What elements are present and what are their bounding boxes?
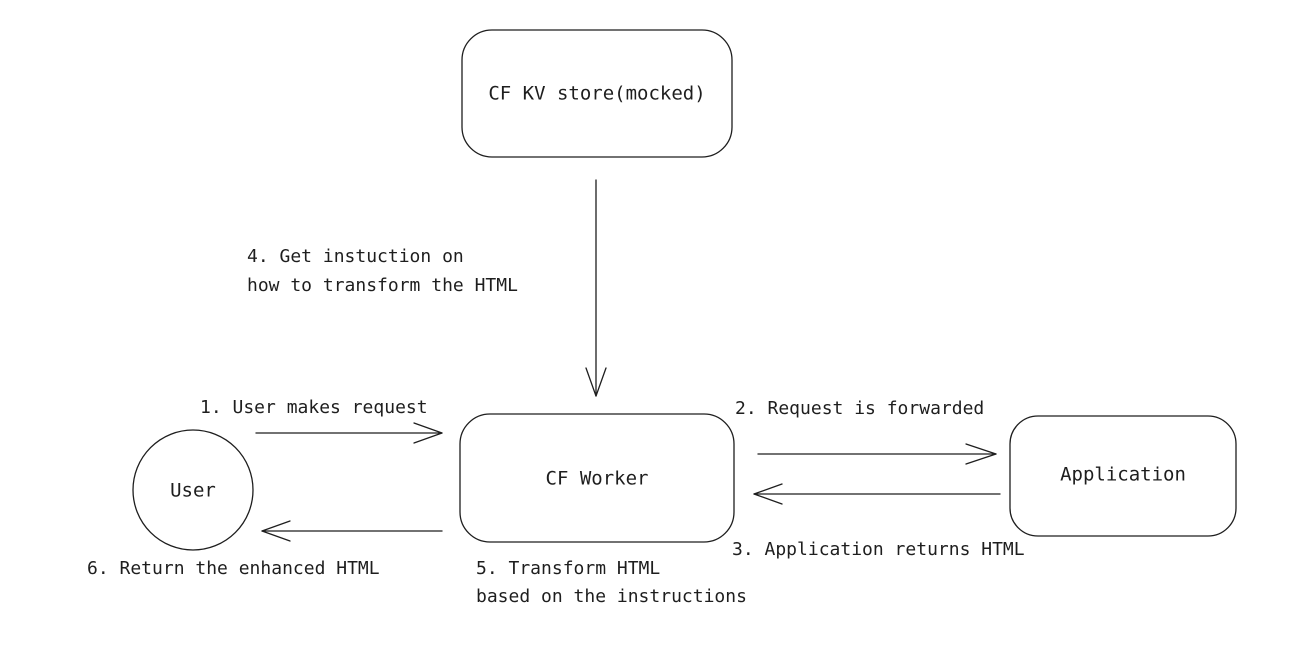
arrow-user-request: [255, 422, 443, 444]
arrow-app-returns: [753, 483, 1001, 505]
edge-label-get-instruction-line1: 4. Get instuction on: [247, 246, 464, 267]
edge-label-transform-line2: based on the instructions: [476, 586, 747, 607]
kv-store-label: CF KV store(mocked): [488, 82, 706, 105]
arrow-return-enhanced: [261, 520, 443, 542]
user-circle: [132, 429, 254, 551]
edge-label-return-enhanced: 6. Return the enhanced HTML: [87, 558, 380, 579]
arrow-forwarded: [757, 443, 997, 465]
arrow-get-instruction: [585, 179, 607, 397]
user-label: User: [170, 479, 216, 502]
edge-label-get-instruction-line2: how to transform the HTML: [247, 275, 518, 296]
application-label: Application: [1060, 463, 1186, 486]
edge-label-forwarded: 2. Request is forwarded: [735, 398, 985, 419]
worker-label: CF Worker: [545, 467, 649, 490]
application-box: [1009, 415, 1237, 537]
edge-label-transform-line1: 5. Transform HTML: [476, 558, 661, 579]
edge-label-app-returns: 3. Application returns HTML: [732, 539, 1025, 560]
edge-label-user-request: 1. User makes request: [200, 397, 428, 418]
worker-box: [459, 413, 735, 543]
kv-store-box: [461, 29, 733, 158]
